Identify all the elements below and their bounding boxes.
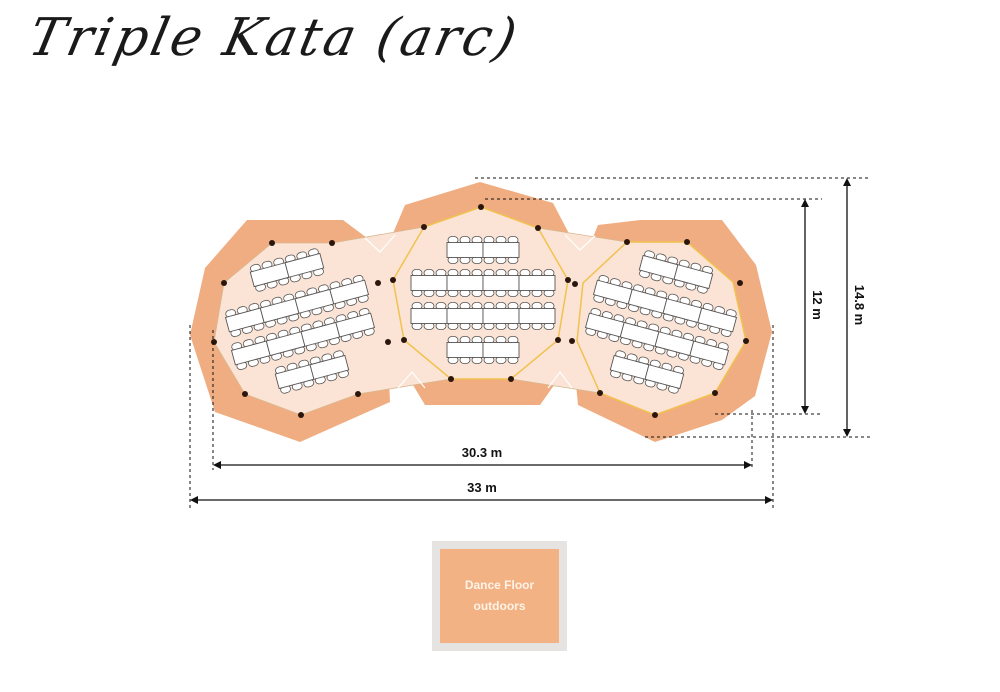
- table: [518, 308, 556, 324]
- table: [482, 242, 520, 258]
- frame-outlines: [392, 206, 747, 416]
- pole: [390, 277, 396, 283]
- table: [309, 354, 350, 380]
- pole: [298, 412, 304, 418]
- table: [410, 275, 448, 291]
- dance-floor: Dance Floor outdoors: [432, 541, 567, 651]
- table: [329, 279, 370, 305]
- table-row: [224, 275, 370, 337]
- pole: [624, 239, 630, 245]
- table: [689, 340, 730, 366]
- table: [410, 308, 448, 324]
- right-frame: [576, 241, 747, 416]
- table: [644, 364, 685, 390]
- table: [446, 342, 484, 358]
- pole: [535, 225, 541, 231]
- center-frame: [392, 206, 569, 380]
- pole: [743, 338, 749, 344]
- table: [482, 342, 520, 358]
- pole: [242, 391, 248, 397]
- pole: [737, 280, 743, 286]
- connector-marks: [364, 234, 596, 389]
- pole: [572, 281, 578, 287]
- table: [446, 242, 484, 258]
- table: [482, 308, 520, 324]
- outer-depth-label: 14.8 m: [852, 285, 867, 325]
- table: [518, 275, 556, 291]
- pole: [478, 204, 484, 210]
- table: [446, 275, 484, 291]
- pole: [355, 391, 361, 397]
- table-row: [230, 308, 376, 370]
- pole: [652, 412, 658, 418]
- pole: [401, 337, 407, 343]
- table-row: [609, 350, 685, 394]
- pole: [375, 280, 381, 286]
- pole: [269, 240, 275, 246]
- table-row: [446, 336, 520, 364]
- pole: [597, 390, 603, 396]
- table: [673, 264, 714, 290]
- table-row: [274, 350, 350, 394]
- inner-depth-label: 12 m: [810, 290, 825, 320]
- table: [284, 252, 325, 278]
- pole: [385, 339, 391, 345]
- table-row: [592, 275, 738, 337]
- outer-width-label: 33 m: [467, 480, 497, 495]
- pole: [211, 339, 217, 345]
- table-row: [638, 250, 714, 294]
- dance-floor-sublabel: outdoors: [473, 599, 526, 613]
- table: [446, 308, 484, 324]
- dance-floor-area: Dance Floor outdoors: [440, 549, 559, 643]
- table: [335, 312, 376, 338]
- pole: [329, 240, 335, 246]
- pole: [565, 277, 571, 283]
- pole: [684, 239, 690, 245]
- table-row: [249, 248, 325, 292]
- table: [697, 307, 738, 333]
- pole: [555, 337, 561, 343]
- table-row: [410, 269, 556, 297]
- table-row: [446, 236, 520, 264]
- table-row: [584, 308, 730, 370]
- table-row: [410, 302, 556, 330]
- dance-floor-label: Dance Floor: [464, 578, 535, 592]
- tables: [224, 236, 738, 394]
- table: [482, 275, 520, 291]
- pole: [421, 224, 427, 230]
- dimension-lines: [189, 177, 870, 510]
- pole: [569, 338, 575, 344]
- pole: [508, 376, 514, 382]
- inner-width-label: 30.3 m: [462, 445, 502, 460]
- pole: [712, 390, 718, 396]
- poles: [211, 204, 749, 418]
- pole: [448, 376, 454, 382]
- pole: [221, 280, 227, 286]
